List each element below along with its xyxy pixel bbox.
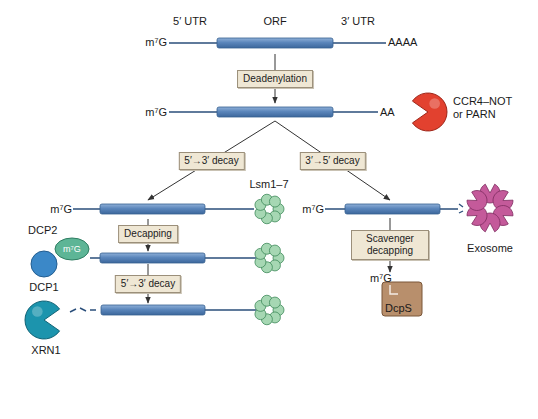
step-box: 5′→3′ decay xyxy=(115,275,181,293)
exosome-subunit xyxy=(467,191,487,211)
step-box: 3′→5′ decay xyxy=(299,152,365,170)
enzyme-highlight xyxy=(32,306,43,317)
decapped-mrna xyxy=(90,243,284,273)
mrna-full: 5′ UTR ORF 3′ UTR m⁷G AAAA xyxy=(138,14,428,54)
node-outline xyxy=(48,200,258,218)
node-sublabel: 3′ UTR xyxy=(333,15,383,28)
mrna-strand xyxy=(73,208,100,210)
xrn1-exonuclease: XRN1 xyxy=(24,300,68,360)
node-outline xyxy=(138,103,398,121)
orf-bar xyxy=(100,204,205,214)
step-box: Decapping xyxy=(118,225,178,243)
dcps-enzyme: m⁷G DcpS xyxy=(368,272,428,318)
rna-fragment xyxy=(90,309,96,311)
deadenylase: CCR4–NOT or PARN xyxy=(409,93,449,131)
mrna-strand xyxy=(333,42,386,44)
step-box: Deadenylation xyxy=(237,70,313,88)
node-sublabel: AAAA xyxy=(388,36,428,49)
node-label: Exosome xyxy=(454,242,526,255)
enzyme-shape xyxy=(31,251,57,277)
node-label: m⁷G xyxy=(370,272,400,285)
mrna-strand xyxy=(333,111,378,113)
mrna-exosome-bound: m⁷G xyxy=(298,200,460,218)
step-box: Scavenger decapping xyxy=(351,230,429,260)
mrna-strand xyxy=(169,42,217,44)
node-sublabel: ORF xyxy=(250,15,300,28)
node-label: 5′ UTR xyxy=(165,15,215,28)
node-sublabel: DcpS xyxy=(385,302,419,315)
node-label: XRN1 xyxy=(22,344,70,357)
rna-fragment xyxy=(459,204,463,207)
node-label: m⁷G xyxy=(48,203,72,216)
node-sublabel: m⁷G xyxy=(138,36,167,49)
node-label: m⁷G xyxy=(138,106,167,119)
flow-arrow xyxy=(275,121,390,200)
mrna-deadenylated: m⁷G AA xyxy=(138,103,398,121)
orf-bar xyxy=(217,38,333,48)
lsm-complex: Lsm1–7 xyxy=(253,178,285,224)
binding-pocket xyxy=(390,285,398,294)
node-label: DCP2 xyxy=(28,224,64,237)
pacman-enzyme xyxy=(412,93,447,131)
lsm-ring xyxy=(255,295,284,325)
lsm-ring xyxy=(255,194,284,224)
node-label: CCR4–NOT or PARN xyxy=(453,95,517,121)
lsm-ring xyxy=(255,243,284,273)
mrna-strand xyxy=(205,257,256,259)
mrna-strand xyxy=(90,257,100,259)
mrna-lsm-bound: m⁷G xyxy=(48,200,258,218)
exosome-complex: Exosome xyxy=(458,176,522,256)
orf-bar xyxy=(100,253,205,263)
dcp1-enzyme: DCP1 xyxy=(28,250,62,296)
mrna-strand xyxy=(205,208,254,210)
pacman-enzyme xyxy=(25,301,60,339)
node-sublabel: AA xyxy=(380,106,400,119)
rna-fragment xyxy=(80,308,86,311)
rna-fragment xyxy=(70,309,76,312)
enzyme-shape xyxy=(55,238,89,260)
mrna-strand xyxy=(440,208,458,210)
node-sublabel: m⁷G xyxy=(58,243,86,256)
node-label: DCP1 xyxy=(24,281,64,294)
orf-bar xyxy=(101,305,205,315)
orf-bar xyxy=(217,107,333,117)
mrna-strand xyxy=(325,208,345,210)
step-box: 5′→3′ decay xyxy=(178,152,244,170)
enzyme-highlight xyxy=(429,98,440,109)
node-label: m⁷G xyxy=(298,203,324,216)
degrading-mrna xyxy=(70,295,284,325)
node-outline xyxy=(409,93,449,131)
enzyme-shape xyxy=(382,282,422,316)
node-label: Lsm1–7 xyxy=(245,178,293,191)
rna-fragment xyxy=(459,211,463,213)
orf-bar xyxy=(345,204,440,214)
mrna-strand xyxy=(169,111,217,113)
mrna-strand xyxy=(205,309,256,311)
